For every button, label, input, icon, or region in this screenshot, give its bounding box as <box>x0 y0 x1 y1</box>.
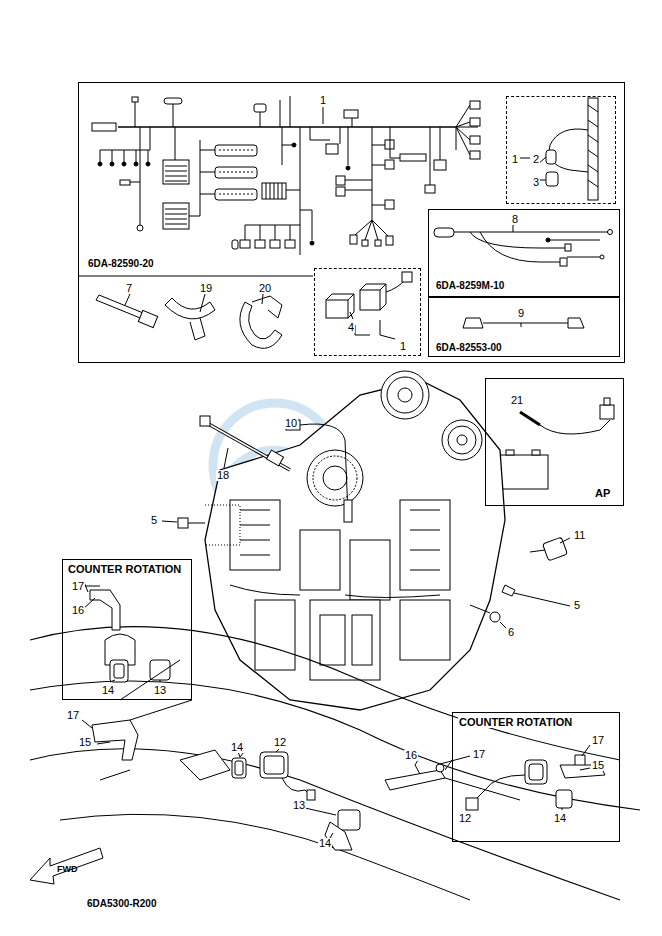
callout-number: 3 <box>532 177 540 188</box>
panel-box: COUNTER ROTATION 17 16 14 13 <box>62 559 192 700</box>
callout-number: 14 <box>318 838 332 849</box>
callout-number: 2 <box>532 154 540 165</box>
panel-box: 16DA-82590-20719201234186DA-8259M-1096DA… <box>78 82 625 363</box>
panel-box: COUNTER ROTATION 17 15 12 14 <box>452 712 620 842</box>
panel-box: 9 6DA-82553-00 <box>428 297 620 357</box>
direction-label: FWD <box>56 865 79 874</box>
callout-number: 1 <box>511 154 519 165</box>
part-number: 6DA-82590-20 <box>87 259 155 269</box>
panel-box: 21AP <box>485 378 624 506</box>
callout-number: 13 <box>153 685 167 696</box>
panel-box: 8 6DA-8259M-10 <box>428 209 620 297</box>
group-heading: AP <box>594 488 611 499</box>
group-heading: COUNTER ROTATION <box>458 717 573 728</box>
callout-number: 17 <box>472 749 486 760</box>
callout-number: 17 <box>591 735 605 746</box>
callout-number: 15 <box>591 760 605 771</box>
group-heading: COUNTER ROTATION <box>67 564 182 575</box>
callout-number: 19 <box>199 283 213 294</box>
callout-number: 6 <box>507 627 515 638</box>
callout-number: 12 <box>458 813 472 824</box>
callout-number: 12 <box>273 737 287 748</box>
callout-number: 16 <box>71 605 85 616</box>
callout-number: 18 <box>216 470 230 481</box>
callout-number: 16 <box>404 750 418 761</box>
callout-number: 13 <box>292 800 306 811</box>
dashed-group-box: 41 <box>314 268 421 356</box>
callout-number: 1 <box>399 341 407 352</box>
callout-number: 20 <box>258 283 272 294</box>
callout-number: 7 <box>125 283 133 294</box>
callout-number: 5 <box>573 600 581 611</box>
drawing-number: 6DA5300-R200 <box>86 899 158 909</box>
callout-number: 9 <box>517 308 525 319</box>
part-number: 6DA-82553-00 <box>435 343 503 353</box>
part-number: 6DA-8259M-10 <box>435 281 505 291</box>
callout-number: 17 <box>71 581 85 592</box>
callout-number: 14 <box>230 742 244 753</box>
callout-number: 5 <box>150 515 158 526</box>
callout-number: 17 <box>66 710 80 721</box>
callout-number: 14 <box>101 685 115 696</box>
callout-number: 1 <box>319 95 327 106</box>
callout-number: 11 <box>573 530 586 541</box>
callout-number: 8 <box>511 214 519 225</box>
callout-number: 4 <box>347 322 355 333</box>
callout-number: 14 <box>553 813 567 824</box>
callout-number: 21 <box>510 395 524 406</box>
callout-number: 10 <box>284 418 298 429</box>
dashed-group-box: 1 2 3 <box>506 96 616 204</box>
callout-number: 15 <box>78 737 92 748</box>
